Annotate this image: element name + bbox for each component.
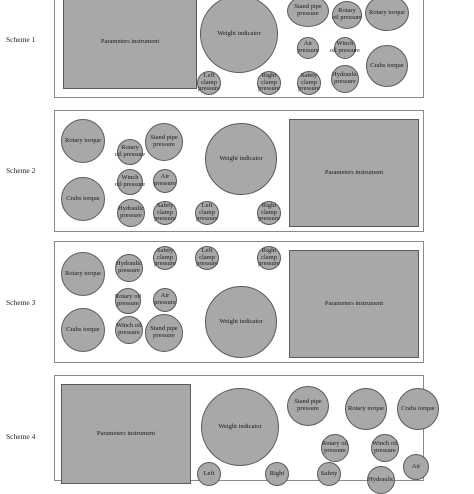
safety-clamp-pressure-gauge: Safety clamp pressure — [153, 246, 177, 270]
rotary-oil-pressure-gauge: Rotary oil pressure — [115, 288, 141, 314]
safety-clamp-pressure-gauge: Safety clamp pressure — [297, 71, 321, 95]
scheme-1-label: Scheme 1 — [6, 35, 36, 44]
stand-pipe-pressure-gauge: Stand pipe pressure — [145, 314, 183, 352]
rotary-oil-pressure-gauge: Rotary oil pressure — [115, 139, 145, 165]
hydraulic-pressure-gauge: Hydraulic — [367, 466, 395, 494]
air-pressure-gauge: Air pressure — [297, 37, 319, 59]
left-clamp-pressure-gauge: Left clamp pressure — [197, 71, 221, 95]
parameters-instrument-display: Parameters instrument — [61, 384, 191, 484]
scheme-3-label: Scheme 3 — [6, 298, 36, 307]
air-pressure-gauge: Air pressure — [153, 169, 177, 193]
hydraulic-pressure-gauge: Hydraulic pressure — [117, 199, 145, 227]
winch-oil-pressure-gauge: Winch oil pressure — [371, 434, 399, 462]
winch-oil-pressure-gauge: Winch oil pressure — [330, 37, 360, 59]
scheme-3-panel: Rotary torque Hydraulic pressure Safety … — [54, 241, 424, 363]
scheme-4-label: Scheme 4 — [6, 432, 36, 441]
crabs-torque-gauge: Crabs torque — [61, 308, 105, 352]
rotary-oil-pressure-gauge: Rotary oil pressure — [321, 434, 349, 462]
crabs-torque-gauge: Crabs torque — [397, 388, 439, 430]
hydraulic-pressure-gauge: Hydraulic pressure — [331, 65, 359, 93]
rotary-torque-gauge: Rotary torque — [365, 0, 409, 31]
crabs-torque-gauge: Crabs torque — [366, 45, 408, 87]
safety-clamp-pressure-gauge: Safety — [317, 462, 341, 486]
parameters-instrument-display: Parameters instrument — [289, 119, 419, 227]
scheme-2-panel: Rotary torque Rotary oil pressure Stand … — [54, 110, 424, 232]
scheme-2-label: Scheme 2 — [6, 166, 36, 175]
left-clamp-pressure-gauge: Left clamp pressure — [195, 246, 219, 270]
left-clamp-pressure-gauge: Left clamp pressure — [195, 201, 219, 225]
winch-oil-pressure-gauge: Winch oil pressure — [115, 316, 143, 344]
weight-indicator-gauge: Weight indicator — [200, 0, 278, 73]
stand-pipe-pressure-gauge: Stand pipe pressure — [145, 123, 183, 161]
rotary-oil-pressure-gauge: Rotary oil pressure — [332, 1, 362, 29]
right-clamp-pressure-gauge: Right clamp pressure — [257, 71, 281, 95]
hydraulic-pressure-gauge: Hydraulic pressure — [115, 254, 143, 282]
weight-indicator-gauge: Weight indicator — [205, 286, 277, 358]
scheme-4-panel: Parameters instrument Weight indicator S… — [54, 375, 439, 494]
stand-pipe-pressure-gauge: Stand pipe pressure — [287, 0, 329, 27]
left-clamp-pressure-gauge: Left — [197, 462, 221, 486]
weight-indicator-gauge: Weight indicator — [201, 388, 279, 466]
right-clamp-pressure-gauge: Right — [265, 462, 289, 486]
crabs-torque-gauge: Crabs torque — [61, 177, 105, 221]
parameters-instrument-display: Parameters instrument — [63, 0, 197, 89]
winch-oil-pressure-gauge: Winch oil pressure — [115, 169, 145, 195]
stand-pipe-pressure-gauge: Stand pipe pressure — [287, 386, 329, 426]
weight-indicator-gauge: Weight indicator — [205, 123, 277, 195]
scheme-1-panel: Parameters instrument Weight indicator S… — [54, 0, 424, 98]
rotary-torque-gauge: Rotary torque — [61, 252, 105, 296]
air-pressure-gauge: Air pressure — [153, 288, 177, 312]
right-clamp-pressure-gauge: Right clamp pressure — [257, 246, 281, 270]
right-clamp-pressure-gauge: Right clamp pressure — [257, 201, 281, 225]
rotary-torque-gauge: Rotary torque — [345, 388, 387, 430]
rotary-torque-gauge: Rotary torque — [61, 119, 105, 163]
safety-clamp-pressure-gauge: Safety clamp pressure — [153, 201, 177, 225]
parameters-instrument-display: Parameters instrument — [289, 250, 419, 358]
air-pressure-gauge: Air — [403, 454, 429, 480]
